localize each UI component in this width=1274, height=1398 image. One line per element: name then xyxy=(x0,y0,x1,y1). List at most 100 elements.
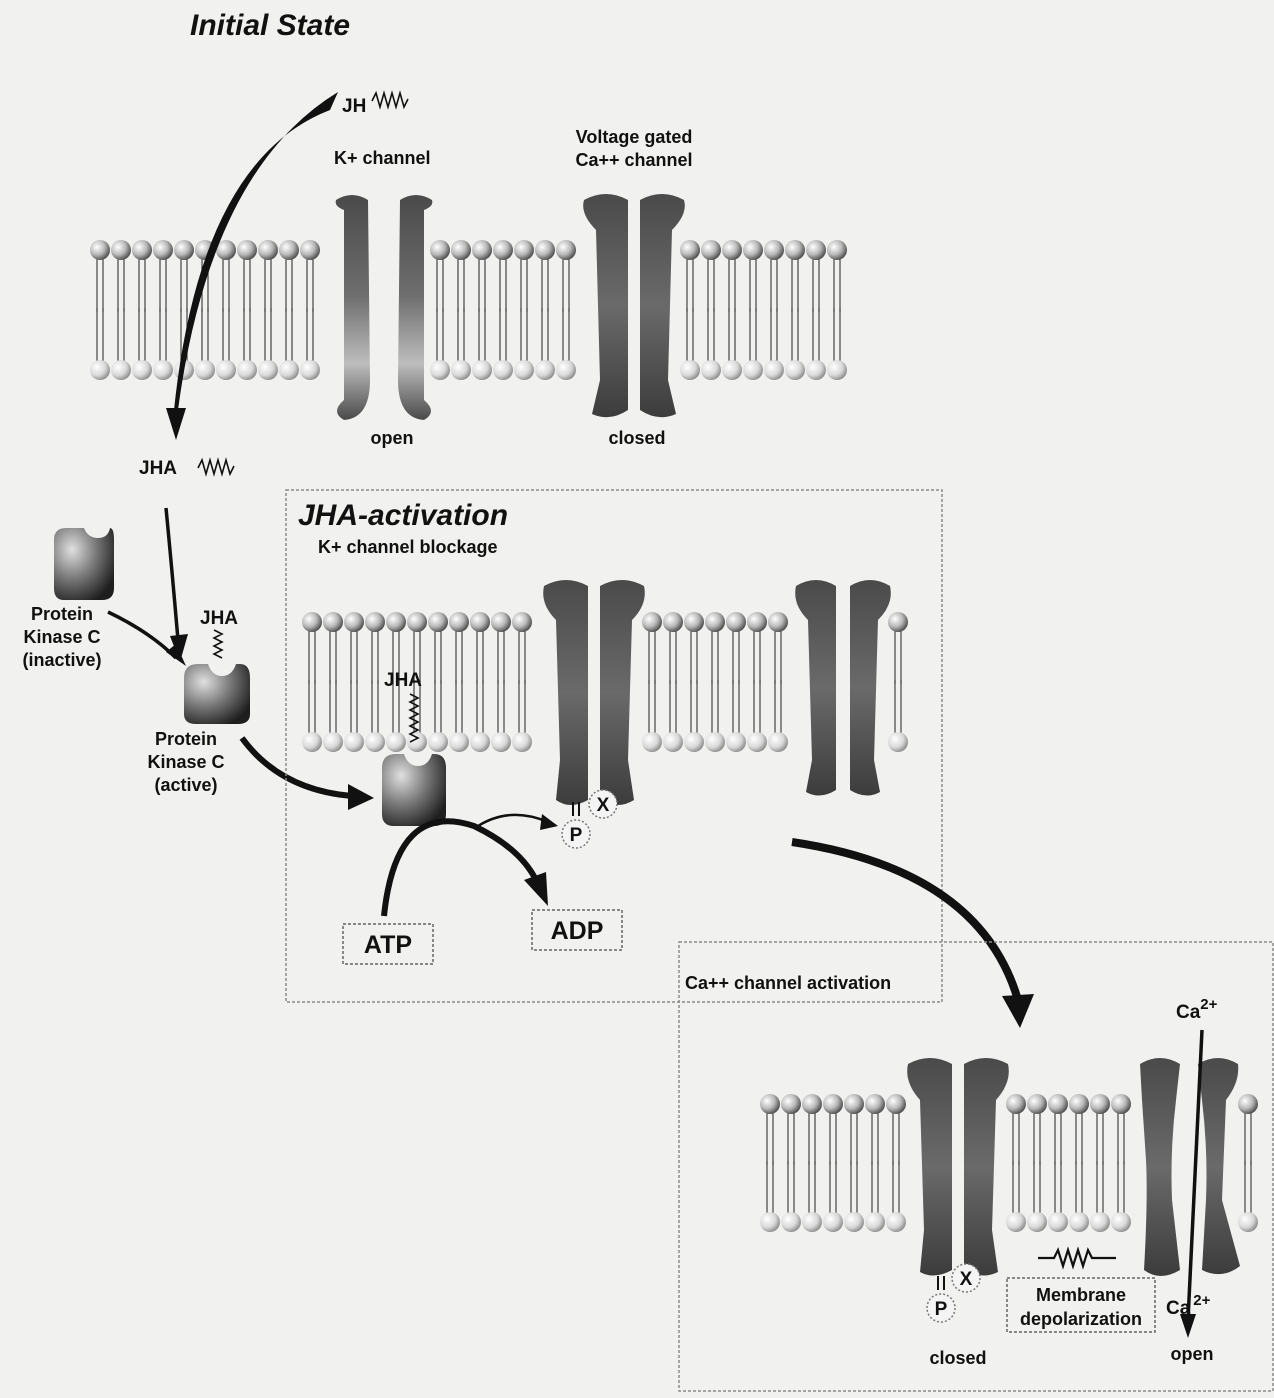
jha-label: JHA xyxy=(139,458,177,479)
lipid-head xyxy=(802,1212,822,1232)
lipid-head xyxy=(642,732,662,752)
lipid-head xyxy=(472,360,492,380)
lipid-head xyxy=(663,732,683,752)
to-ca-activation-arrowhead xyxy=(1002,994,1034,1028)
lipid-head xyxy=(344,732,364,752)
phosphate-transfer-arrow xyxy=(478,815,548,826)
lipid-head xyxy=(344,612,364,632)
lipid-head xyxy=(512,612,532,632)
pkc-inactive-icon xyxy=(54,528,114,600)
lipid-head xyxy=(132,360,152,380)
initial-k-channel xyxy=(336,195,433,420)
jh-label: JH xyxy=(342,96,366,117)
initial-membrane xyxy=(90,240,847,380)
pkc-active-line2: Kinase C xyxy=(147,752,224,772)
lipid-head xyxy=(726,612,746,632)
lipid-head xyxy=(1027,1094,1047,1114)
lipid-head xyxy=(323,612,343,632)
lipid-head xyxy=(726,732,746,752)
lipid-head xyxy=(806,240,826,260)
lipid-head xyxy=(535,240,555,260)
lipid-head xyxy=(365,612,385,632)
lipid-head xyxy=(132,240,152,260)
lipid-head xyxy=(684,732,704,752)
lipid-head xyxy=(430,240,450,260)
ca-channel-label-line1: Voltage gated xyxy=(576,127,693,147)
ca-channel-label-line2: Ca++ channel xyxy=(575,150,692,170)
depolarization-line2: depolarization xyxy=(1020,1309,1142,1329)
ca-activation-k-channel-closed xyxy=(907,1058,1009,1276)
depolarization-line1: Membrane xyxy=(1036,1285,1126,1305)
lipid-head xyxy=(556,360,576,380)
pkc-activation-arrow xyxy=(108,612,176,658)
pkc-to-membrane-arrowhead xyxy=(348,784,374,810)
lipid-head xyxy=(174,240,194,260)
lipid-head xyxy=(865,1094,885,1114)
lipid-head xyxy=(111,360,131,380)
lipid-head xyxy=(153,360,173,380)
lipid-head xyxy=(642,612,662,632)
jh-entry-arrowhead xyxy=(166,408,186,440)
lipid-head xyxy=(1111,1094,1131,1114)
lipid-head xyxy=(451,360,471,380)
lipid-head xyxy=(1090,1094,1110,1114)
lipid-head xyxy=(785,240,805,260)
lipid-head xyxy=(300,360,320,380)
lipid-head xyxy=(781,1094,801,1114)
lipid-head xyxy=(865,1212,885,1232)
ca-channel-closed-label: closed xyxy=(608,428,665,448)
ca-activation-k-closed-label: closed xyxy=(929,1348,986,1368)
lipid-head xyxy=(430,360,450,380)
lipid-head xyxy=(491,732,511,752)
lipid-head xyxy=(90,240,110,260)
k-channel-label: K+ channel xyxy=(334,148,431,168)
lipid-head xyxy=(888,612,908,632)
atp-to-adp-arrow xyxy=(384,821,536,916)
lipid-head xyxy=(827,240,847,260)
lipid-head xyxy=(705,732,725,752)
lipid-head xyxy=(300,240,320,260)
jh-tail-icon xyxy=(372,93,408,107)
lipid-head xyxy=(684,612,704,632)
lipid-head xyxy=(743,240,763,260)
ca-activation-membrane xyxy=(760,1094,1258,1232)
lipid-head xyxy=(512,732,532,752)
lipid-head xyxy=(747,732,767,752)
pkc-inactive-line3: (inactive) xyxy=(22,650,101,670)
lipid-head xyxy=(802,1094,822,1114)
lipid-head xyxy=(323,732,343,752)
lipid-head xyxy=(451,240,471,260)
lipid-head xyxy=(680,240,700,260)
lipid-head xyxy=(764,240,784,260)
lipid-head xyxy=(844,1212,864,1232)
lipid-head xyxy=(747,612,767,632)
lipid-head xyxy=(279,360,299,380)
lipid-head xyxy=(365,732,385,752)
lipid-head xyxy=(806,360,826,380)
lipid-head xyxy=(302,732,322,752)
lipid-head xyxy=(663,612,683,632)
lipid-head xyxy=(768,612,788,632)
lipid-head xyxy=(823,1212,843,1232)
lipid-head xyxy=(1027,1212,1047,1232)
lipid-head xyxy=(386,612,406,632)
lipid-head xyxy=(785,360,805,380)
lipid-head xyxy=(514,360,534,380)
lipid-head xyxy=(386,732,406,752)
ca-outside-label: Ca2+ xyxy=(1176,996,1218,1023)
lipid-head xyxy=(428,612,448,632)
lipid-head xyxy=(701,360,721,380)
lipid-head xyxy=(237,240,257,260)
lipid-head xyxy=(258,360,278,380)
lipid-head xyxy=(844,1094,864,1114)
lipid-head xyxy=(743,360,763,380)
pkc-active-line3: (active) xyxy=(154,775,217,795)
lipid-head xyxy=(888,732,908,752)
atp-to-adp-arrowhead xyxy=(524,872,548,906)
activation-ca-channel-closed xyxy=(795,580,891,796)
x-label: X xyxy=(597,795,610,816)
lipid-head xyxy=(701,240,721,260)
lipid-head xyxy=(449,732,469,752)
lipid-head xyxy=(1069,1212,1089,1232)
